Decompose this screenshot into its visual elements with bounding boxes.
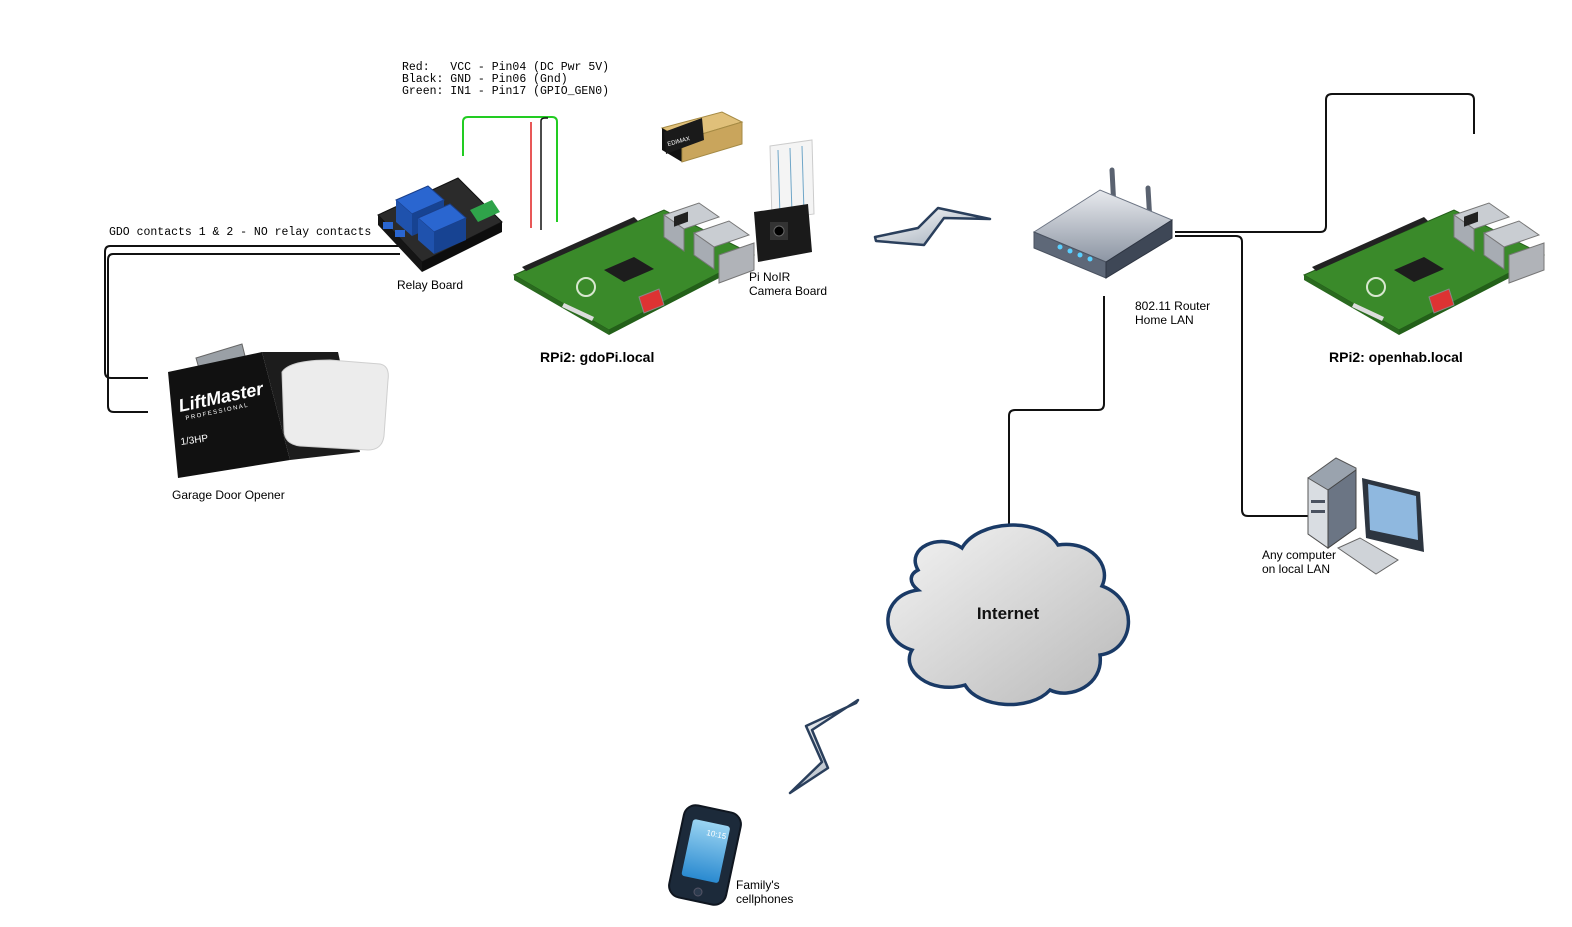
router-label-line1: 802.11 Router [1135, 299, 1211, 313]
relay-board-image [377, 177, 503, 272]
router-computer-link [1175, 235, 1320, 517]
gdopi-label: RPi2: gdoPi.local [540, 349, 655, 365]
computer-label-line2: on local LAN [1262, 562, 1331, 576]
computer-image [1307, 457, 1424, 575]
wireless-bolt-pi-router [873, 206, 992, 247]
camera-label-line2: Camera Board [749, 284, 828, 298]
router-internet-link [1008, 296, 1105, 526]
wire-black [540, 117, 548, 230]
wiring-note-black: Black: GND - Pin06 (Gnd) [402, 73, 568, 86]
computer-label-line1: Any computer [1262, 548, 1337, 562]
rpi-openhab-image [1303, 202, 1545, 336]
garage-door-opener-image: LiftMaster PROFESSIONAL 1/3HP [168, 343, 389, 478]
wire-green [462, 116, 558, 222]
garage-door-opener-label: Garage Door Opener [172, 488, 285, 502]
relay-board-label: Relay Board [397, 278, 464, 292]
cellphone-image: 10:15 [668, 804, 742, 906]
wiring-note-red: Red: VCC - Pin04 (DC Pwr 5V) [402, 61, 610, 74]
wiring-note-green: Green: IN1 - Pin17 (GPIO_GEN0) [402, 85, 610, 98]
wifi-dongle-image: EDIMAX [660, 111, 744, 163]
phones-label-line2: cellphones [736, 892, 794, 906]
camera-board-image [754, 139, 815, 262]
router-image [1032, 167, 1174, 279]
internet-label: Internet [977, 604, 1040, 623]
gdo-contacts-note: GDO contacts 1 & 2 - NO relay contacts [109, 226, 372, 239]
phone-time-text: 10:15 [706, 828, 728, 841]
openhab-label: RPi2: openhab.local [1329, 349, 1463, 365]
gdo-wire-2 [107, 253, 400, 413]
phones-label-line1: Family's [736, 878, 780, 892]
wireless-bolt-internet-phone [788, 698, 860, 795]
router-label-line2: Home LAN [1135, 313, 1194, 327]
router-openhab-link [1175, 93, 1475, 233]
liftmaster-hp-text: 1/3HP [180, 433, 209, 448]
camera-label-line1: Pi NoIR [749, 270, 791, 284]
internet-cloud-shape [886, 523, 1131, 707]
wifi-dongle-brand-text: EDIMAX [667, 136, 691, 148]
rpi-gdopi-image [513, 202, 755, 336]
